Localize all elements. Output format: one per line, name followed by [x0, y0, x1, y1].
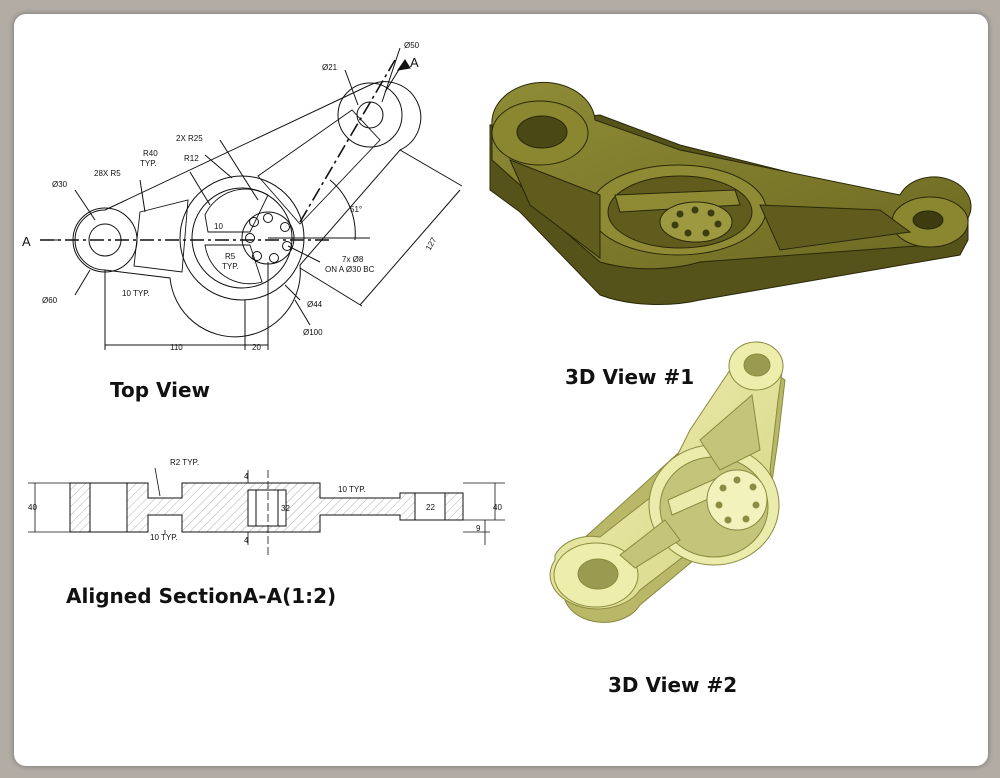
bc-hole — [263, 213, 273, 223]
dim-ten-typ: 10 TYP. — [122, 289, 150, 298]
section-line-diagonal — [299, 59, 396, 223]
view3d-1 — [489, 81, 972, 306]
dim-ten-typ-up: 10 TYP. — [338, 485, 366, 494]
caption-3d-view-2: 3D View #2 — [608, 673, 738, 697]
section-marker-a-left: A — [22, 234, 31, 249]
dim-d44: Ø44 — [307, 300, 323, 309]
top-boss-hole — [356, 101, 384, 129]
view3d-1-holes — [671, 206, 722, 237]
bc-hole — [280, 222, 290, 232]
dim-holes: 7x Ø8 — [342, 255, 364, 264]
caption-3d-view-1: 3D View #1 — [565, 365, 695, 389]
section-marker-a-top: A — [410, 55, 419, 70]
dim-len110: 110 — [170, 343, 183, 352]
dim-angle: 51° — [350, 205, 362, 214]
view3d-2-holes — [715, 476, 760, 524]
dim-len127: 127 — [424, 235, 439, 252]
bc-hole — [269, 253, 279, 263]
top-view-dimensions: Ø50 Ø21 A A 2X R25 R40 TYP. R12 28X R5 Ø… — [22, 41, 439, 352]
dim-d100: Ø100 — [303, 328, 323, 337]
bc-hole — [282, 241, 292, 251]
right-boss-bore — [414, 492, 446, 521]
dim-r5: R5 — [225, 252, 236, 261]
view3d-2-bottom-hole — [577, 558, 619, 590]
section-view — [28, 467, 505, 555]
dim-r2: R2 TYP. — [170, 458, 199, 467]
view3d-2-top-hole — [743, 353, 771, 377]
left-pocket — [133, 199, 189, 273]
top-view — [40, 47, 463, 350]
dim-r40: R40 — [143, 149, 158, 158]
view3d-1-right-hole — [912, 210, 944, 230]
hub-pocket-upper — [204, 188, 269, 233]
dim-h40-left: 40 — [28, 503, 37, 512]
dim-four-top: 4 — [244, 472, 249, 481]
dim-bc: ON A Ø30 BC — [325, 265, 375, 274]
dim-len20: 20 — [252, 343, 261, 352]
view3d-1-arm-pocket — [509, 159, 601, 260]
bc-hole — [252, 251, 262, 261]
caption-top-view: Top View — [110, 378, 211, 402]
dim-h40-right: 40 — [493, 503, 502, 512]
dim-r12: R12 — [184, 154, 199, 163]
section-dimensions: R2 TYP. 40 10 TYP. 4 4 32 10 TYP. 22 40 … — [28, 458, 502, 545]
bc-hole — [249, 217, 259, 227]
dim-four-bot: 4 — [244, 536, 249, 545]
dim-nine: 9 — [476, 524, 481, 533]
top-view-outline — [74, 81, 422, 338]
hub-bore — [247, 489, 287, 527]
bc-hole — [245, 233, 255, 243]
dim-d21: Ø21 — [322, 63, 338, 72]
left-boss-bore — [89, 482, 128, 533]
dim-ten-typ-low: 10 TYP. — [150, 533, 178, 542]
hub-pocket-lower — [204, 244, 263, 285]
dim-r5-typ: TYP. — [222, 262, 239, 271]
view3d-2 — [549, 341, 786, 623]
dim-ten: 10 — [214, 222, 223, 231]
dim-d30: Ø30 — [52, 180, 68, 189]
arm-pocket — [257, 109, 381, 225]
view3d-2-arm-pocket — [699, 394, 761, 471]
dim-thirty-two: 32 — [281, 504, 290, 513]
dim-r40-typ: TYP. — [140, 159, 157, 168]
caption-section: Aligned SectionA-A(1:2) — [66, 584, 337, 608]
view3d-2-lower-pocket — [619, 519, 681, 569]
dim-d60: Ø60 — [42, 296, 58, 305]
dim-r5-28x: 28X R5 — [94, 169, 121, 178]
view3d-1-left-hole — [516, 115, 568, 149]
dim-d50: Ø50 — [404, 41, 420, 50]
top-boss-outer — [337, 82, 403, 148]
view3d-1-pocket — [759, 204, 912, 251]
dim-r25: 2X R25 — [176, 134, 203, 143]
dim-twenty-two: 22 — [426, 503, 435, 512]
